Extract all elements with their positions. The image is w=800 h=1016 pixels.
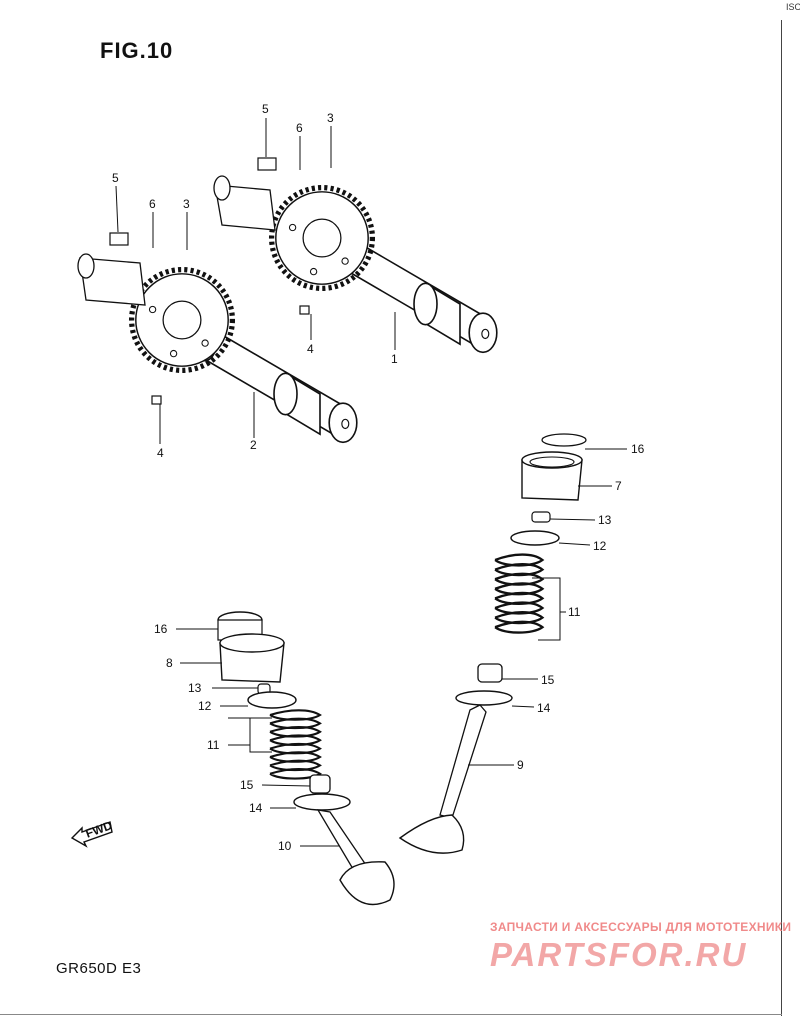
callout-part-15: 15 <box>541 673 555 687</box>
callout-part-1: 1 <box>391 352 398 366</box>
callout-part-4: 4 <box>307 342 314 356</box>
callout-part-15: 15 <box>240 778 254 792</box>
callout-part-13: 13 <box>598 513 612 527</box>
callout-part-14: 14 <box>537 701 551 715</box>
page-border-right <box>781 20 782 1016</box>
callout-part-11: 11 <box>207 738 220 752</box>
callout-part-16: 16 <box>154 622 168 636</box>
callout-part-2: 2 <box>250 438 257 452</box>
valve-stack-left <box>217 611 395 906</box>
corner-mark: ISO <box>786 2 800 12</box>
camshaft-2-assembly <box>77 232 358 444</box>
callout-labels: 5 6 3 5 6 3 4 1 4 2 16 7 13 12 11 15 14 … <box>112 102 645 853</box>
callout-part-11: 11 <box>568 605 581 619</box>
page-border-bottom <box>0 1014 782 1015</box>
forward-arrow-icon: FWD <box>70 818 114 848</box>
callout-part-13: 13 <box>188 681 202 695</box>
figure-title: FIG.10 <box>100 38 174 63</box>
callout-part-7: 7 <box>615 479 622 493</box>
callout-part-14: 14 <box>249 801 263 815</box>
callout-part-8: 8 <box>166 656 173 670</box>
watermark-tagline: ЗАПЧАСТИ И АКСЕССУАРЫ ДЛЯ МОТОТЕХНИКИ <box>490 920 792 934</box>
callout-part-12: 12 <box>593 539 607 553</box>
callout-part-9: 9 <box>517 758 524 772</box>
callout-part-6: 6 <box>149 197 156 211</box>
callout-part-5: 5 <box>262 102 269 116</box>
camshaft-1-assembly <box>213 157 498 354</box>
callout-part-3: 3 <box>327 111 334 125</box>
valve-stack-right <box>398 433 587 854</box>
callout-part-16: 16 <box>631 442 645 456</box>
callout-part-4: 4 <box>157 446 164 460</box>
callout-part-3: 3 <box>183 197 190 211</box>
callout-part-6: 6 <box>296 121 303 135</box>
callout-part-5: 5 <box>112 171 119 185</box>
model-code: GR650D E3 <box>56 960 142 977</box>
callout-part-12: 12 <box>198 699 212 713</box>
watermark-brand: PARTSFOR.RU <box>490 936 748 973</box>
callout-part-10: 10 <box>278 839 292 853</box>
leader-lines <box>115 118 627 847</box>
